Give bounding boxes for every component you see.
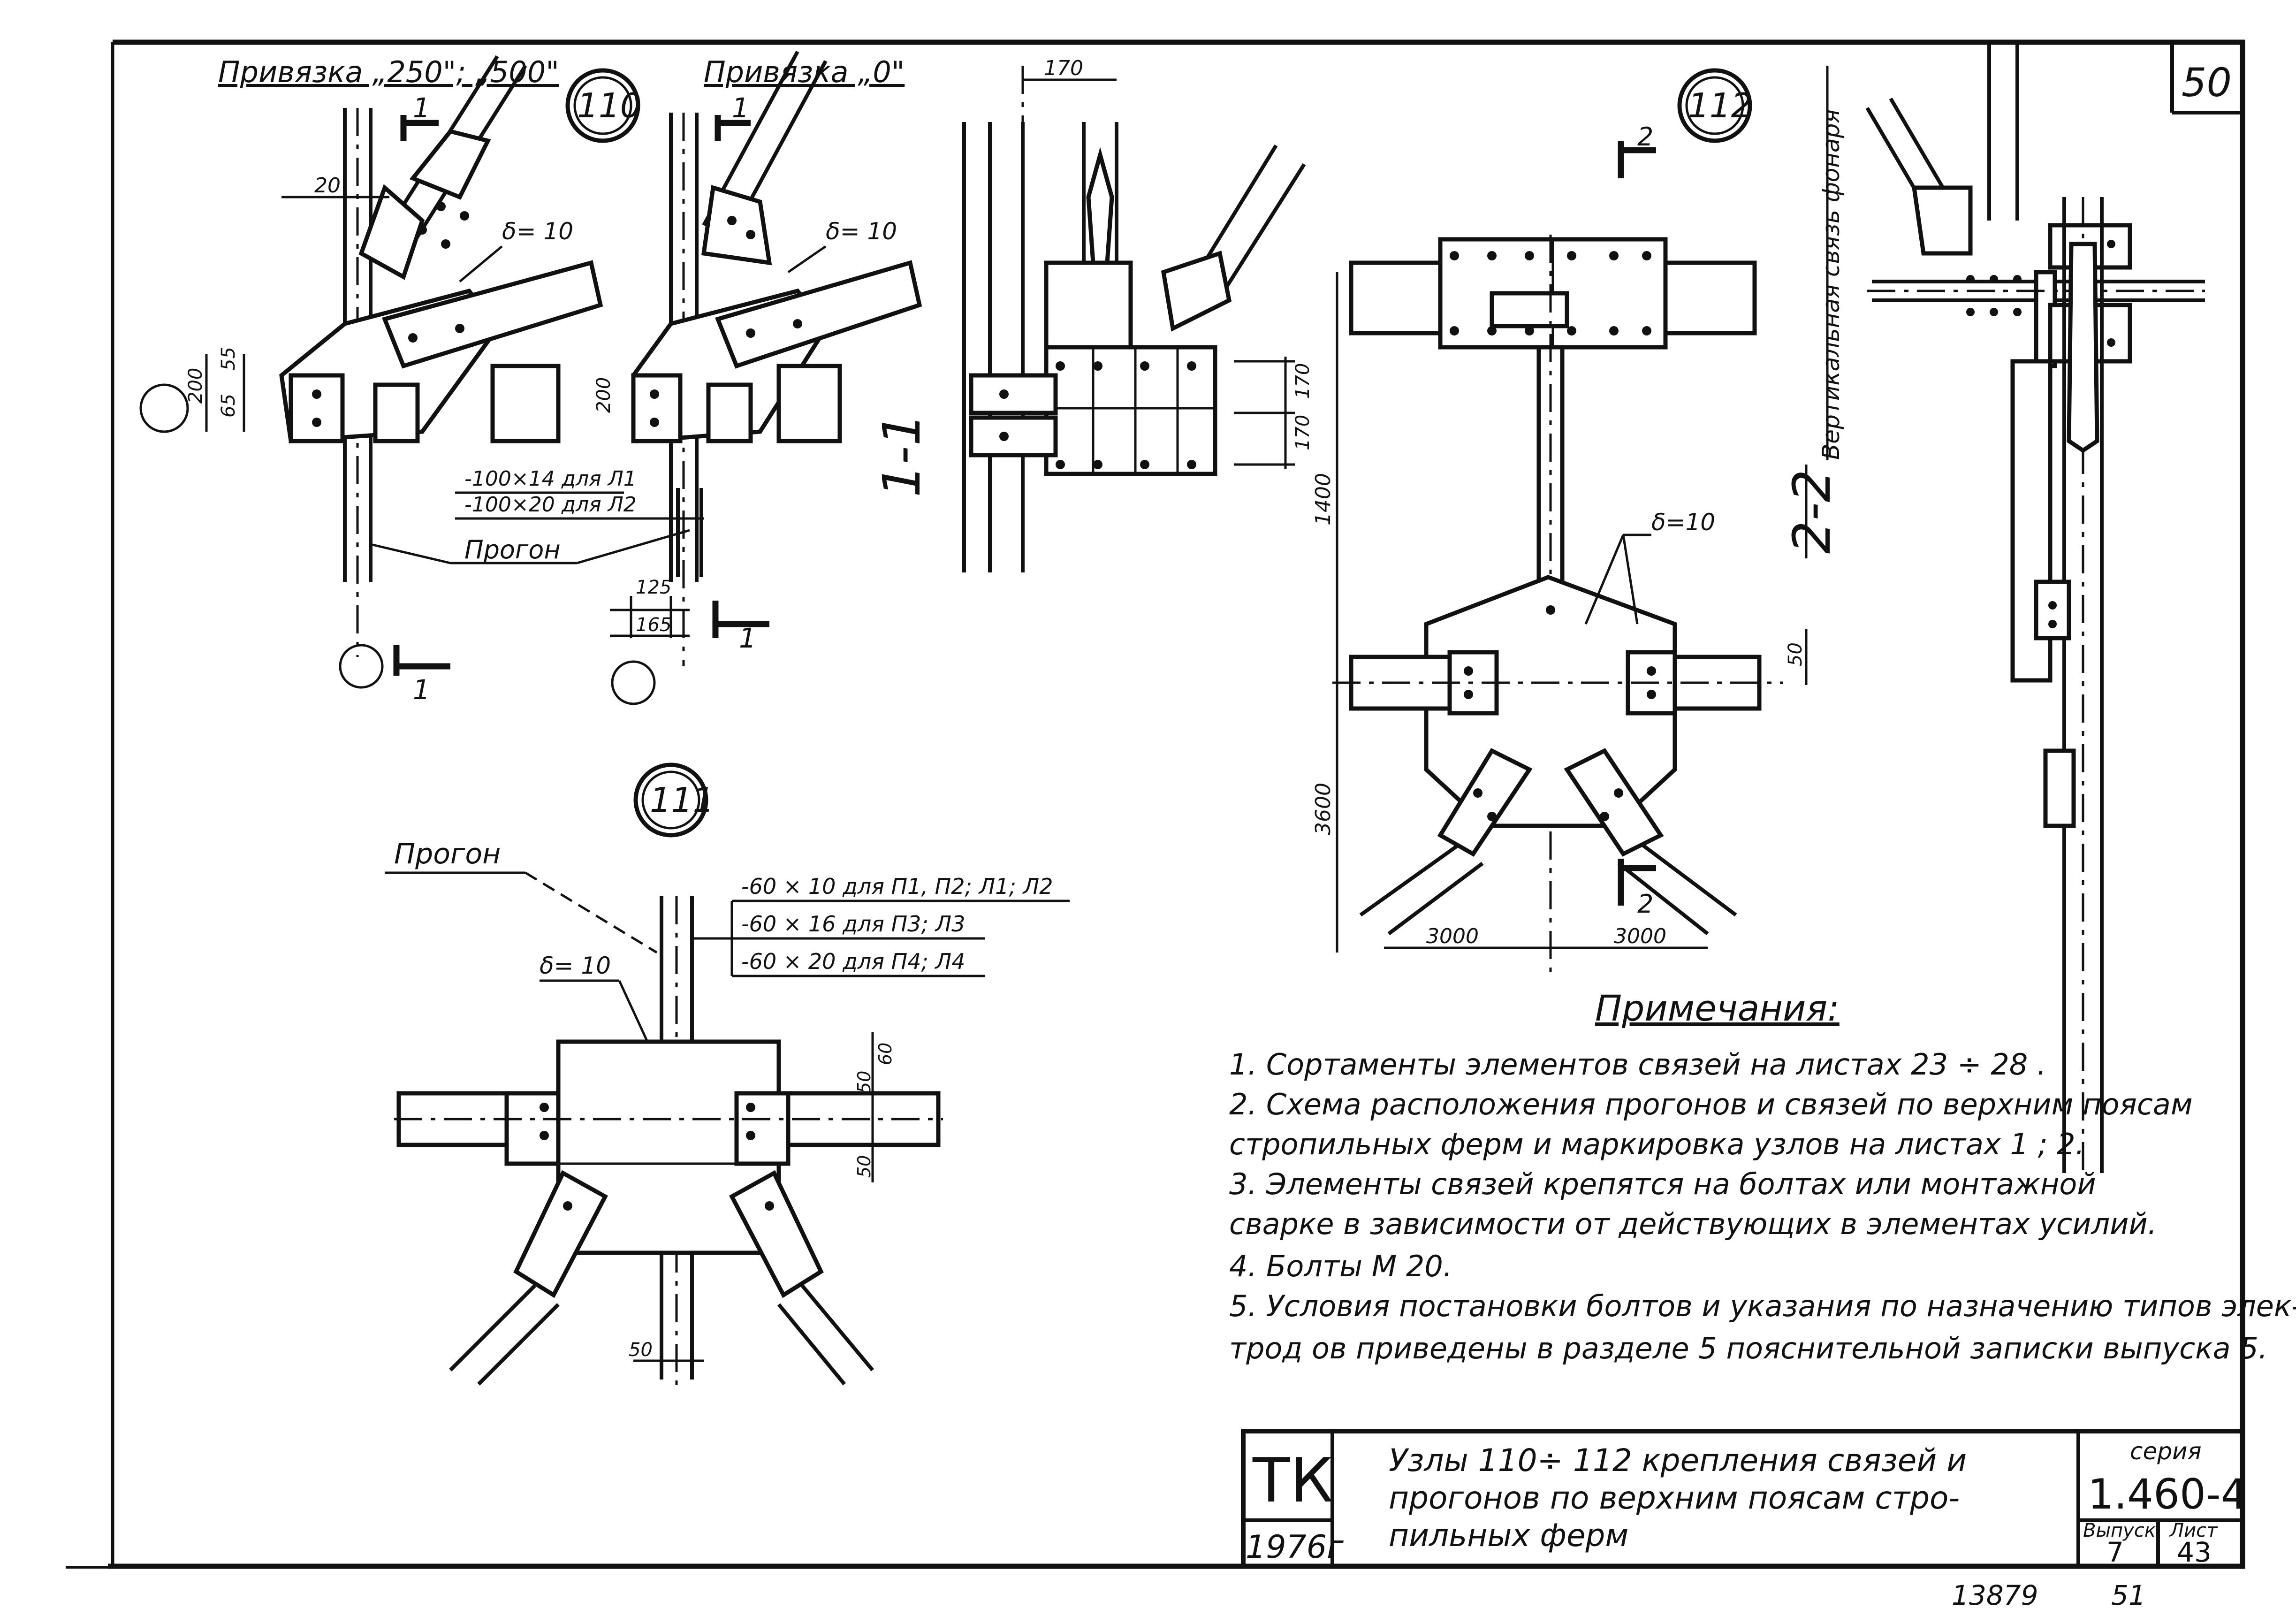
notes-item-5: сварке в зависимости от действующих в эл…	[1229, 1207, 2157, 1241]
dim-200-right: 200	[593, 377, 615, 413]
dim-170-a: 170	[1292, 363, 1314, 399]
dim-50-111-bottom: 50	[629, 1339, 653, 1361]
purlin-label-110: Прогон	[464, 535, 561, 564]
dim-3000-right: 3000	[1614, 924, 1666, 948]
node-110-right-drawing: Привязка „0" 1 1 δ= 10 200 125 165	[593, 51, 922, 705]
notes-block: Примечания: 1. Сортаменты элементов связ…	[1229, 987, 2296, 1365]
thickness-111: δ= 10	[540, 952, 611, 979]
footer-stamp-left: 13879	[1952, 1579, 2038, 1611]
notes-item-1: 1. Сортаменты элементов связей на листах…	[1229, 1047, 2046, 1082]
dim-3000-left: 3000	[1426, 924, 1479, 948]
dim-170-b: 170	[1292, 415, 1314, 450]
series-label: серия	[2130, 1438, 2202, 1465]
title-line-2: прогонов по верхним поясам стро-	[1389, 1480, 1960, 1516]
dim-65: 65	[218, 394, 239, 418]
dim-200-left: 200	[185, 368, 206, 404]
purlin-label-111: Прогон	[394, 838, 501, 870]
series-value: 1.460-4	[2088, 1470, 2247, 1518]
dim-1400: 1400	[1311, 473, 1335, 526]
node-111-drawing: Прогон -60 × 10 для П1, П2; Л1; Л2 -60 ×…	[385, 838, 1070, 1389]
dim-165: 165	[636, 614, 671, 636]
note-l1: -100×14 для Л1	[464, 467, 637, 491]
issue-value: 7	[2106, 1536, 2124, 1568]
dim-170-top: 170	[1044, 56, 1083, 80]
dim-50-112: 50	[1785, 642, 1806, 666]
title-year: 1976г	[1246, 1529, 1344, 1566]
dim-125: 125	[636, 577, 671, 598]
section-1-1-label: 1-1	[872, 413, 932, 497]
plate-note-3: -60 × 20 для П4; Л4	[741, 949, 965, 974]
svg-text:110: 110	[577, 86, 641, 125]
title-block: ТК 1976г Узлы 110÷ 112 крепления связей …	[1241, 1429, 2247, 1569]
node-110-badge: 110	[565, 68, 641, 143]
dim-50-111-top: 50	[854, 1071, 874, 1093]
footer-stamp-right: 51	[2111, 1579, 2146, 1611]
notes-item-4: 3. Элементы связей крепятся на болтах ил…	[1229, 1167, 2096, 1201]
plate-note-1: -60 × 10 для П1, П2; Л1; Л2	[741, 874, 1053, 899]
plate-note-2: -60 × 16 для П3; Л3	[741, 911, 965, 937]
section-mark-2-bottom: 2	[1637, 889, 1653, 919]
notes-item-3: стропильных ферм и маркировка узлов на л…	[1229, 1127, 2084, 1161]
vertical-note-lantern: Вертикальная связь фонаря	[1817, 109, 1845, 460]
svg-text:112: 112	[1688, 86, 1752, 125]
section-mark-1-top-left: 1	[413, 92, 430, 124]
node-110-title-right: Привязка „0"	[704, 55, 905, 89]
node-112-badge: 112	[1677, 68, 1752, 143]
dim-60: 60	[875, 1043, 896, 1065]
thickness-110-right: δ= 10	[826, 218, 897, 245]
sheet-corner-number: 50	[2182, 60, 2232, 106]
note-l2: -100×20 для Л2	[464, 493, 637, 517]
section-mark-1-top-right: 1	[732, 92, 749, 124]
dim-20: 20	[314, 174, 341, 198]
svg-text:111: 111	[650, 780, 714, 820]
section-mark-2-top: 2	[1637, 122, 1653, 152]
thickness-110-left: δ= 10	[502, 218, 573, 245]
node-110-left-drawing: Привязка „250"; „500" 1 1 20	[139, 55, 603, 706]
section-mark-1-bottom-right: 1	[739, 622, 756, 654]
title-line-3: пильных ферм	[1389, 1517, 1628, 1554]
node-110-title-left: Привязка „250"; „500"	[218, 55, 559, 89]
section-mark-1-bottom-left: 1	[413, 674, 430, 706]
notes-item-2: 2. Схема расположения прогонов и связей …	[1229, 1087, 2193, 1121]
sheet-value: 43	[2177, 1536, 2212, 1568]
notes-item-8: трод ов приведены в разделе 5 пояснитель…	[1229, 1331, 2267, 1365]
issue-label: Выпуск	[2083, 1520, 2156, 1541]
dim-50-111-mid: 50	[854, 1155, 874, 1178]
title-line-1: Узлы 110÷ 112 крепления связей и	[1389, 1442, 1967, 1479]
section-1-1-drawing: 170 170 170 1-1	[872, 56, 1314, 572]
dim-3600: 3600	[1311, 783, 1335, 835]
notes-item-6: 4. Болты М 20.	[1229, 1249, 1452, 1283]
sheet-frame	[66, 39, 2245, 1569]
node-112-drawing: 2 2 1400 3600	[1311, 122, 1808, 976]
section-2-2-drawing: Вертикальная связь фонаря 2-2	[1782, 42, 2205, 1173]
sheet-label: Лист	[2169, 1520, 2218, 1541]
title-org: ТК	[1252, 1445, 1333, 1516]
node-110-notes: -100×14 для Л1 -100×20 для Л2 Прогон	[370, 467, 704, 564]
notes-heading: Примечания:	[1595, 987, 1840, 1029]
dim-55: 55	[218, 347, 239, 371]
node-111-badge: 111	[633, 762, 714, 838]
section-2-2-label: 2-2	[1782, 469, 1842, 554]
notes-item-7: 5. Условия постановки болтов и указания …	[1229, 1289, 2296, 1323]
thickness-112: δ=10	[1651, 509, 1715, 536]
